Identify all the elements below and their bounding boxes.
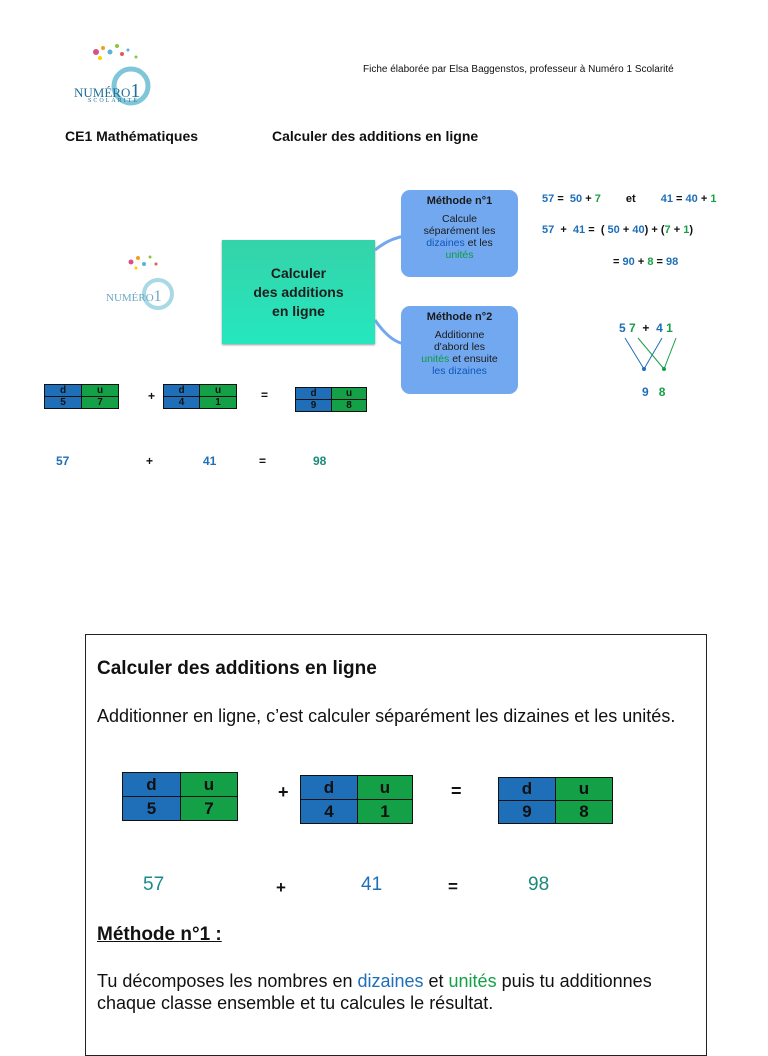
author-credit: Fiche élaborée par Elsa Baggenstos, prof…: [363, 64, 674, 75]
method2-result: 9 8: [642, 385, 666, 399]
method2-line: d'abord les: [433, 341, 486, 353]
mindmap-logo: NUMÉRO1: [106, 252, 176, 314]
method1-title: Méthode n°1: [426, 195, 493, 207]
method1-line: Calcule: [441, 213, 478, 225]
equals-sign: =: [451, 781, 462, 801]
method1-description: Tu décomposes les nombres en dizaines et…: [97, 971, 652, 1013]
equation-line-2: 57 + 41 = ( 50 + 40) + (7 + 1): [542, 224, 693, 236]
plus-sign: +: [146, 454, 154, 468]
method2-arrows: [624, 337, 677, 371]
method2-line: unités et ensuite: [421, 353, 498, 365]
method1-node: Méthode n°1 Calcule séparément les dizai…: [401, 190, 518, 277]
logo-small-wordmark: NUMÉRO1: [106, 288, 162, 305]
method1-heading: Méthode n°1 :: [97, 924, 222, 945]
page-title: Calculer des additions en ligne: [272, 128, 479, 144]
method1-line: dizaines et les: [426, 237, 493, 249]
method2-operands: 5 7 + 4 1: [619, 321, 673, 335]
method2-node: Méthode n°2 Additionne d'abord les unité…: [401, 306, 518, 394]
equals-sign: =: [448, 877, 458, 896]
method2-line: Additionne: [434, 329, 485, 341]
logo-subtitle: SCOLARITÉ: [88, 98, 139, 104]
numero1-logo: NUMÉRO1 SCOLARITÉ: [72, 40, 154, 110]
plus-sign: +: [278, 782, 289, 802]
number-57: 57: [143, 874, 165, 895]
number-57: 57: [56, 454, 70, 468]
logo-wordmark: NUMÉRO1: [74, 80, 141, 102]
number-98: 98: [313, 454, 327, 468]
equals-sign: =: [261, 388, 269, 402]
equation-line-3: = 90 + 8 = 98: [613, 256, 679, 268]
plus-sign: +: [148, 389, 156, 403]
equals-sign: =: [259, 454, 267, 468]
method1-line: unités: [445, 249, 474, 261]
logo-small-icon: [128, 255, 174, 310]
method2-line: les dizaines: [432, 365, 487, 377]
subject-label: CE1 Mathématiques: [65, 128, 199, 144]
number-41: 41: [203, 454, 217, 468]
mindmap-center-node: Calculer des additions en ligne: [222, 240, 375, 344]
method2-title: Méthode n°2: [426, 311, 493, 323]
lesson-title: Calculer des additions en ligne: [97, 658, 377, 679]
logo-graphic-icon: [93, 44, 151, 106]
number-98: 98: [528, 874, 550, 895]
equation-line-1: 57 = 50 + 7 et 41 = 40 + 1: [542, 193, 717, 205]
number-41: 41: [361, 874, 383, 895]
plus-sign: +: [276, 878, 286, 897]
lesson-intro: Additionner en ligne, c’est calculer sép…: [97, 706, 676, 726]
method1-line: séparément les: [423, 225, 496, 237]
